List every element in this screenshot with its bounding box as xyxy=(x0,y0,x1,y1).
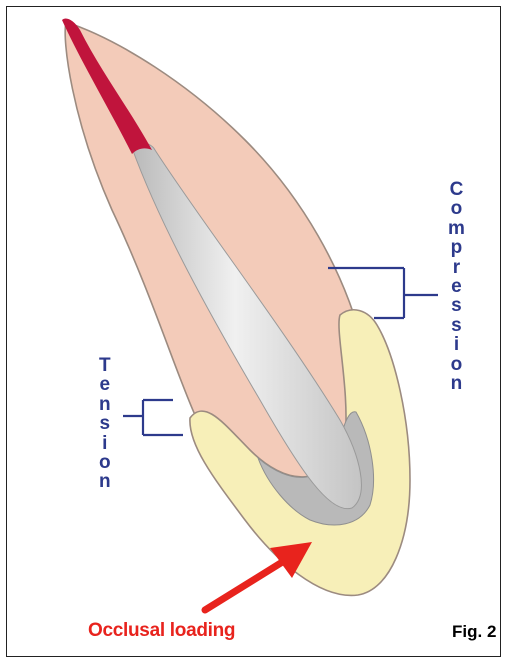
label-letter: n xyxy=(451,374,463,393)
label-letter: o xyxy=(451,355,463,374)
label-letter: r xyxy=(453,258,460,277)
label-letter: o xyxy=(99,453,111,472)
label-letter: s xyxy=(100,414,111,433)
label-letter: i xyxy=(102,434,107,453)
tension-bracket xyxy=(123,400,183,435)
label-letter: n xyxy=(99,395,111,414)
label-letter: o xyxy=(451,199,463,218)
label-letter: i xyxy=(454,335,459,354)
label-letter: C xyxy=(450,180,464,199)
load-arrow xyxy=(205,542,312,610)
label-letter: s xyxy=(451,316,462,335)
label-letter: T xyxy=(99,356,111,375)
occlusal-loading-label: Occlusal loading xyxy=(88,620,235,642)
label-letter: n xyxy=(99,472,111,491)
label-letter: p xyxy=(451,238,463,257)
label-letter: s xyxy=(451,296,462,315)
label-letter: e xyxy=(100,375,111,394)
label-letter: m xyxy=(448,219,465,238)
label-letter: e xyxy=(451,277,462,296)
figure-number: Fig. 2 xyxy=(452,622,496,642)
